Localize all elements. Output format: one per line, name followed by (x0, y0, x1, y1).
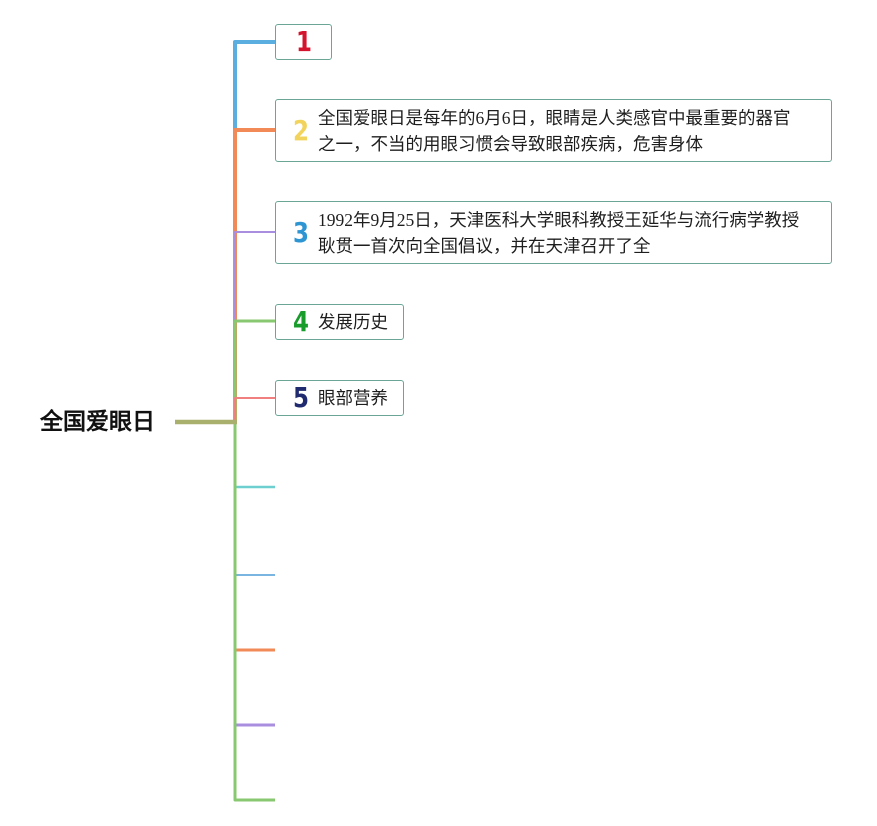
connector-empty-branch-3 (233, 422, 275, 652)
topic-node-4[interactable]: 4 发展历史 (275, 304, 404, 340)
topic-text-2: 全国爱眼日是每年的6月6日，眼睛是人类感官中最重要的器官 之一，不当的用眼习惯会… (318, 105, 791, 157)
connector-branch-3 (234, 231, 275, 422)
connector-branch-2 (233, 128, 275, 422)
root-topic[interactable]: 全国爱眼日 (40, 409, 155, 435)
topic-number-1: 1 (295, 25, 312, 58)
topic-text-5: 眼部营养 (318, 385, 388, 411)
topic-text-line: 耿贯一首次向全国倡议，并在天津召开了全 (318, 235, 651, 256)
topic-node-1[interactable]: 1 (275, 24, 332, 60)
topic-number-5: 5 (293, 381, 309, 414)
topic-text-line: 1992年9月25日，天津医科大学眼科教授王延华与流行病学教授 (318, 209, 800, 230)
topic-node-5[interactable]: 5 眼部营养 (275, 380, 404, 416)
topic-text-3: 1992年9月25日，天津医科大学眼科教授王延华与流行病学教授 耿贯一首次向全国… (318, 207, 799, 259)
connector-empty-branch-2 (234, 422, 275, 576)
connector-empty-branch-5 (233, 422, 275, 802)
topic-number-4: 4 (293, 305, 309, 338)
topic-text-line: 全国爱眼日是每年的6月6日，眼睛是人类感官中最重要的器官 (318, 107, 791, 128)
connector-empty-branch-1 (233, 422, 275, 489)
connector-empty-branch-4 (233, 422, 275, 727)
topic-node-2[interactable]: 2 全国爱眼日是每年的6月6日，眼睛是人类感官中最重要的器官 之一，不当的用眼习… (275, 99, 832, 162)
topic-number-2: 2 (293, 113, 309, 147)
topic-text-line: 发展历史 (318, 312, 388, 332)
topic-number-3: 3 (293, 215, 309, 249)
topic-node-3[interactable]: 3 1992年9月25日，天津医科大学眼科教授王延华与流行病学教授 耿贯一首次向… (275, 201, 832, 264)
connector-branch-4 (233, 319, 275, 422)
topic-text-4: 发展历史 (318, 309, 388, 335)
connector-branch-5 (234, 397, 275, 422)
topic-text-line: 眼部营养 (318, 388, 388, 408)
topic-text-line: 之一，不当的用眼习惯会导致眼部疾病，危害身体 (318, 133, 703, 154)
